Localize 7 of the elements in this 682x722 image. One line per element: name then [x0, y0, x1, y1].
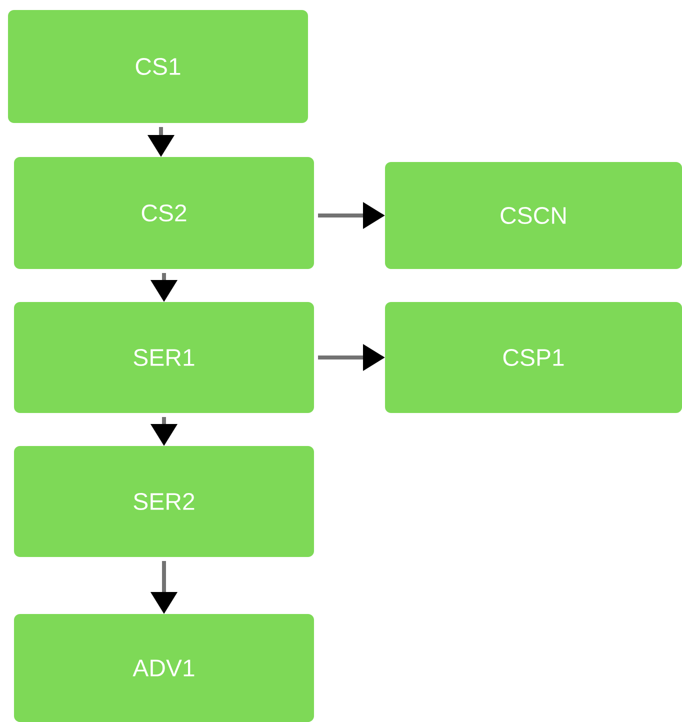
process-box: SER1 [14, 302, 314, 413]
process-box: ADV1 [14, 614, 314, 722]
process-box: CSP1 [385, 302, 682, 413]
process-box: CSCN [385, 162, 682, 269]
process-box: SER2 [14, 446, 314, 557]
process-box: CS1 [8, 10, 308, 123]
process-box: CS2 [14, 157, 314, 269]
